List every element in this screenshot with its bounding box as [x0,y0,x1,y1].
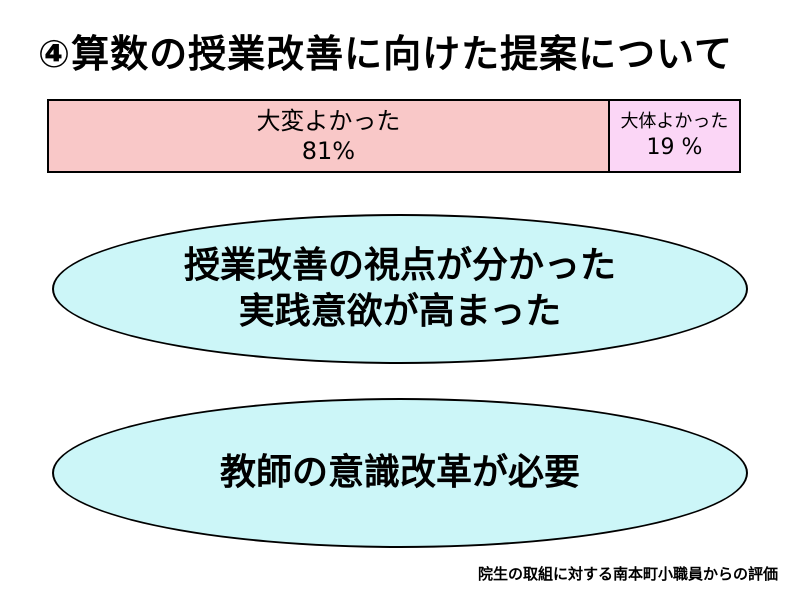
rating-value-very-good: 81% [301,137,356,165]
rating-segment-mostly-good: 大体よかった 19 % [607,101,739,171]
rating-label-mostly-good: 大体よかった [620,111,729,132]
finding-1-line-2: 実践意欲が高まった [238,291,562,332]
finding-ellipse-2: 教師の意識改革が必要 [52,398,748,548]
page-title: ④算数の授業改善に向けた提案について [38,32,734,76]
source-caption: 院生の取組に対する南本町小職員からの評価 [477,565,778,583]
rating-segment-very-good: 大変よかった 81% [49,101,608,171]
rating-bar: 大変よかった 81% 大体よかった 19 % [47,99,741,173]
finding-2-line-1: 教師の意識改革が必要 [219,452,580,493]
rating-value-mostly-good: 19 % [646,134,703,160]
finding-1-line-1: 授業改善の視点が分かった [183,245,616,286]
rating-label-very-good: 大変よかった [256,107,401,135]
finding-ellipse-1: 授業改善の視点が分かった 実践意欲が高まった [52,214,748,364]
